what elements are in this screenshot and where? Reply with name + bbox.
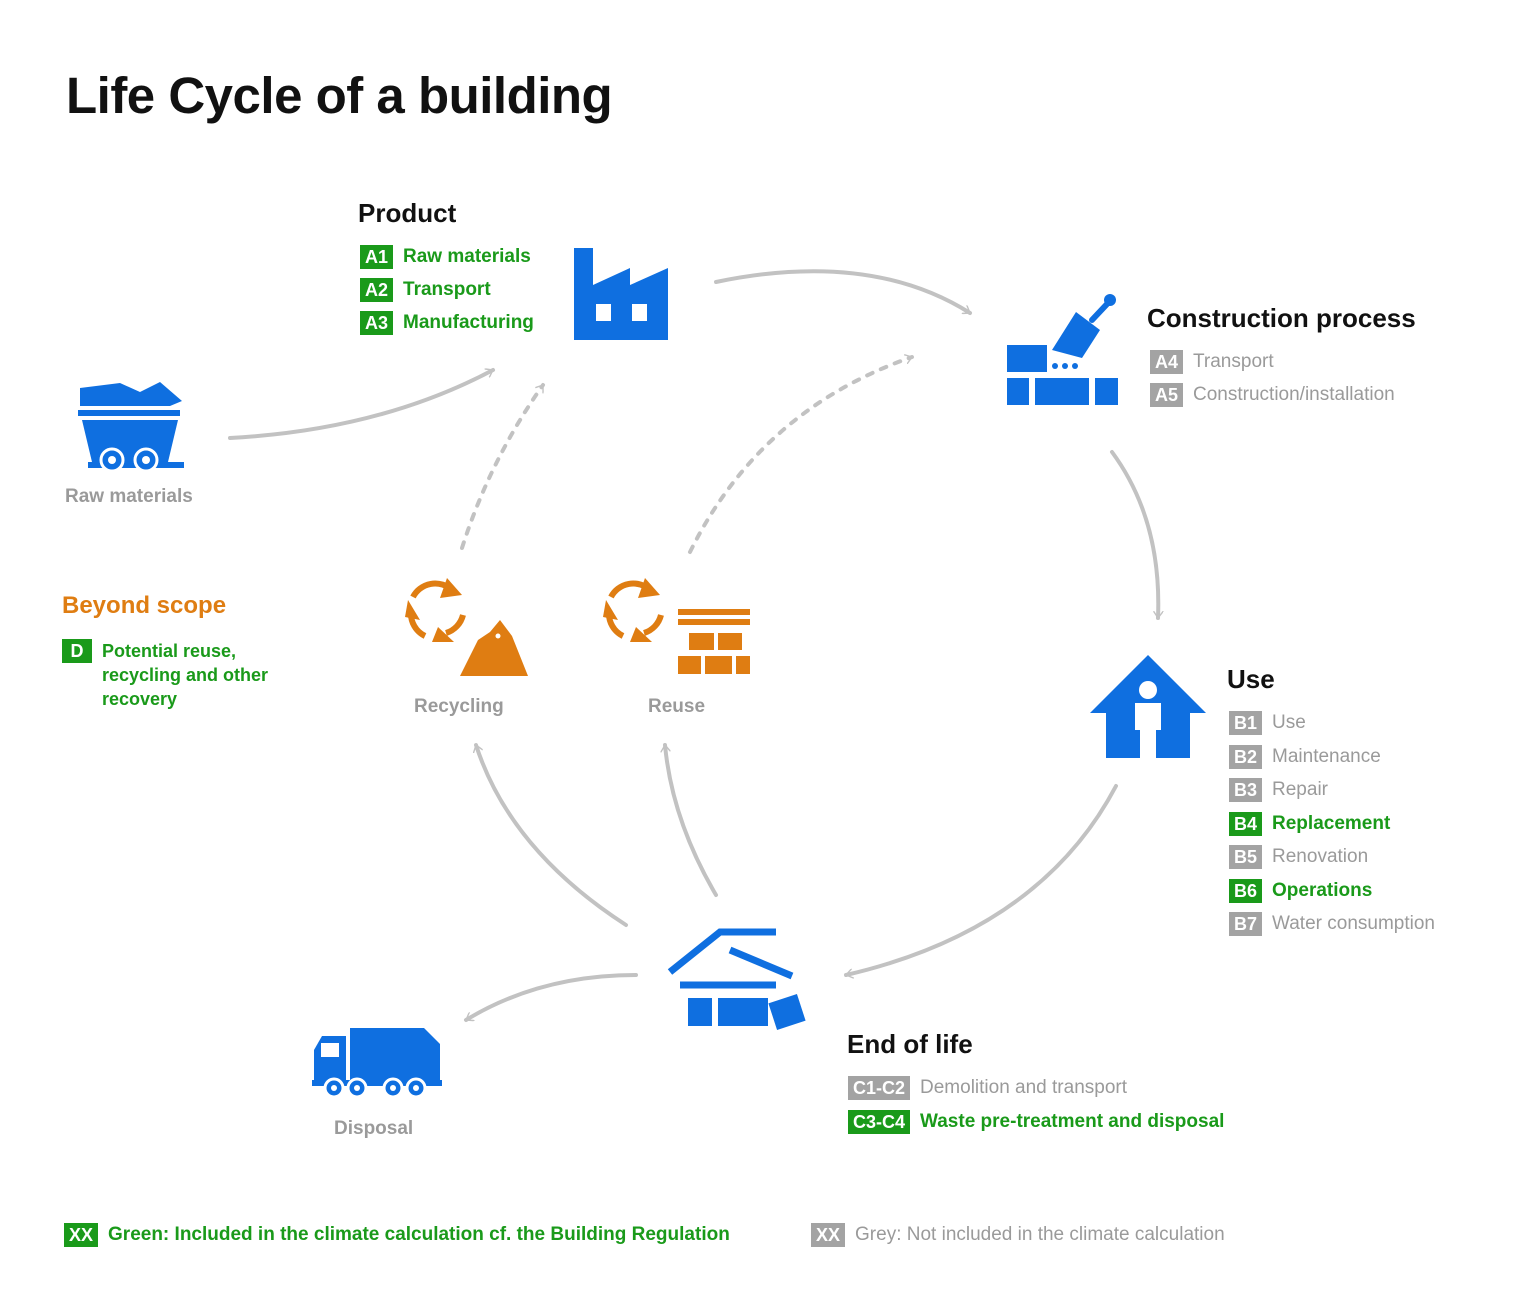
stage-label: Replacement (1272, 812, 1391, 834)
construction-title: Construction process (1147, 303, 1416, 333)
stage-item: A1 Raw materials (360, 245, 534, 269)
arrow-end-of-life-to-reuse (665, 743, 718, 897)
stage-code-badge: C3-C4 (848, 1110, 911, 1134)
legend-green: XX Green: Included in the climate calcul… (64, 1223, 730, 1247)
stage-label: Use (1272, 712, 1306, 733)
stage-item: B5 Renovation (1229, 845, 1435, 869)
stage-code-badge: C1-C2 (848, 1076, 911, 1100)
stage-code-badge: B5 (1229, 845, 1263, 869)
stage-code-badge: A3 (360, 311, 394, 335)
stage-item: A2 Transport (360, 278, 534, 302)
stage-label: Renovation (1272, 846, 1369, 867)
stage-item: A5 Construction/installation (1150, 383, 1395, 407)
stage-label: Demolition and transport (920, 1077, 1128, 1098)
stage-label: Construction/installation (1193, 384, 1395, 405)
use-title: Use (1227, 664, 1275, 694)
page-title: Life Cycle of a building (66, 67, 613, 124)
product-stage-list: A1 Raw materials A2 Transport A3 Manufac… (360, 245, 534, 335)
stage-item: B4 Replacement (1229, 811, 1435, 836)
stage-code-badge: B4 (1229, 811, 1263, 836)
stage-item: B6 Operations (1229, 878, 1435, 903)
demolished-building-icon (667, 928, 806, 1030)
stage-code-badge: A4 (1150, 350, 1184, 374)
house-person-icon (1090, 655, 1206, 758)
stage-code-badge: A1 (360, 245, 394, 269)
stage-label: Transport (1193, 351, 1274, 372)
stage-code-badge: B6 (1229, 878, 1263, 903)
recycle-pile-icon (405, 578, 528, 676)
stage-label: Transport (403, 279, 491, 300)
stage-label: Maintenance (1272, 745, 1381, 767)
stage-code-badge: B3 (1229, 778, 1263, 802)
stage-label: Potential reuse, recycling and other rec… (102, 641, 269, 709)
bricks-trowel-icon (1007, 294, 1118, 405)
stage-item: B7 Water consumption (1229, 912, 1435, 936)
legend-badge-grey: XX (811, 1223, 846, 1247)
arrow-reuse-to-construction (688, 357, 914, 554)
stage-item: C1-C2 Demolition and transport (848, 1076, 1224, 1100)
stage-item: B1 Use (1229, 711, 1435, 735)
factory-icon (574, 248, 668, 340)
raw-materials-label: Raw materials (65, 486, 193, 507)
end-of-life-title: End of life (847, 1029, 973, 1059)
stage-code-badge: B2 (1229, 744, 1263, 769)
stage-item: B2 Maintenance (1229, 744, 1435, 769)
arrow-use-to-end-of-life (844, 784, 1118, 975)
stage-code-badge: B1 (1229, 711, 1263, 735)
stage-code-badge: B7 (1229, 912, 1263, 936)
stage-label: Water consumption (1272, 913, 1435, 934)
construction-stage-list: A4 Transport A5 Construction/installatio… (1150, 350, 1395, 407)
recycling-label: Recycling (414, 696, 504, 717)
stage-item: A4 Transport (1150, 350, 1395, 374)
arrow-recycling-to-product (460, 383, 545, 550)
garbage-truck-icon (312, 1028, 442, 1099)
end-of-life-stage-list: C1-C2 Demolition and transport C3-C4 Was… (848, 1076, 1224, 1134)
stage-label: Waste pre-treatment and disposal (920, 1111, 1225, 1132)
arrow-product-to-construction (714, 269, 972, 315)
reuse-label: Reuse (648, 696, 706, 717)
stage-item: C3-C4 Waste pre-treatment and disposal (848, 1110, 1224, 1134)
recycle-bricks-icon (603, 578, 750, 674)
arrow-end-of-life-to-recycling (476, 743, 628, 927)
mine-cart-icon (78, 382, 184, 473)
stage-code-badge: A5 (1150, 383, 1184, 407)
stage-label: Repair (1272, 779, 1328, 800)
legend-grey: XX Grey: Not included in the climate cal… (811, 1223, 1225, 1247)
stage-label: Raw materials (403, 246, 531, 267)
stage-label: Manufacturing (403, 312, 534, 333)
stage-code-badge: A2 (360, 278, 394, 302)
use-stage-list: B1 Use B2 Maintenance B3 Repair B4 Repla… (1229, 711, 1435, 936)
beyond-scope-title: Beyond scope (62, 592, 227, 619)
stage-code-badge: D (62, 639, 92, 663)
disposal-label: Disposal (334, 1118, 414, 1139)
stage-label: Operations (1272, 879, 1373, 901)
legend-label-green: Green: Included in the climate calculati… (108, 1224, 730, 1245)
arrow-construction-to-use (1110, 450, 1158, 620)
stage-item: B3 Repair (1229, 778, 1435, 802)
product-title: Product (358, 198, 457, 228)
arrow-raw-to-product (228, 368, 495, 440)
arrow-end-of-life-to-disposal (464, 973, 638, 1022)
stage-item: A3 Manufacturing (360, 311, 534, 335)
legend-badge-green: XX (64, 1223, 99, 1247)
beyond-scope-item: D Potential reuse, recycling and other r… (62, 639, 312, 711)
legend-label-grey: Grey: Not included in the climate calcul… (855, 1224, 1225, 1245)
